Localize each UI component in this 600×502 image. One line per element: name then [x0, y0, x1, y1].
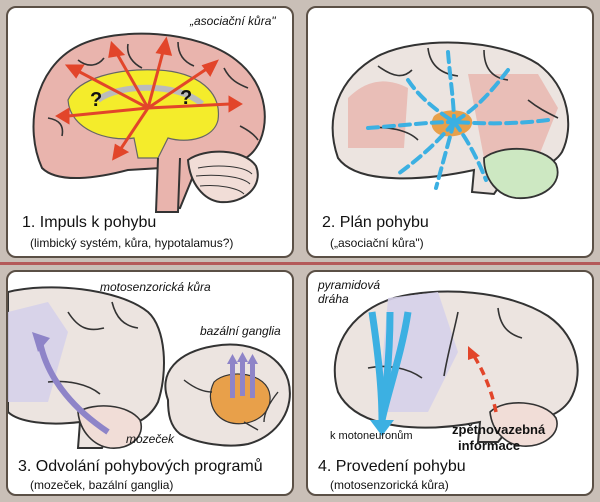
panel-title: 4. Provedení pohybu	[318, 458, 466, 475]
brain-diagram-programs	[8, 286, 291, 449]
svg-text:?: ?	[180, 87, 192, 109]
panel-impulse: ? ? „asociační kůra" 1. Impuls k pohybu …	[6, 6, 294, 258]
panel-plan: 2. Plán pohybu („asociační kůra")	[306, 6, 594, 258]
svg-text:?: ?	[90, 89, 102, 111]
label-pyramidal-tract-2: dráha	[318, 292, 349, 306]
label-motor-cortex: motosenzorická kůra	[100, 280, 211, 294]
panel-title: 2. Plán pohybu	[322, 214, 429, 231]
panel-title: 1. Impuls k pohybu	[22, 214, 157, 231]
panel-programs: motosenzorická kůra bazální ganglia moze…	[6, 270, 294, 496]
label-feedback-2: informace	[458, 438, 521, 453]
panel-subtitle: (mozeček, bazální ganglia)	[30, 478, 174, 492]
panel-execution: pyramidová dráha k motoneuronům zpětnova…	[306, 270, 594, 496]
panel-subtitle: (limbický systém, kůra, hypotalamus?)	[30, 236, 234, 250]
brain-diagram-plan	[331, 41, 570, 199]
panel-subtitle: („asociační kůra")	[330, 236, 424, 250]
label-cerebellum: mozeček	[126, 432, 175, 446]
label-basal-ganglia: bazální ganglia	[200, 324, 281, 338]
brain-diagram-impulse: ? ?	[32, 32, 266, 213]
panel-title: 3. Odvolání pohybových programů	[18, 458, 263, 475]
section-divider	[0, 262, 600, 265]
label-motoneuron: k motoneuronům	[330, 430, 413, 442]
label-association-cortex: „asociační kůra"	[190, 14, 276, 28]
brain-diagram-execution	[333, 290, 579, 447]
label-pyramidal-tract-1: pyramidová	[318, 278, 381, 292]
panel-subtitle: (motosenzorická kůra)	[330, 478, 449, 492]
label-feedback-1: zpětnovazebná	[452, 422, 546, 437]
